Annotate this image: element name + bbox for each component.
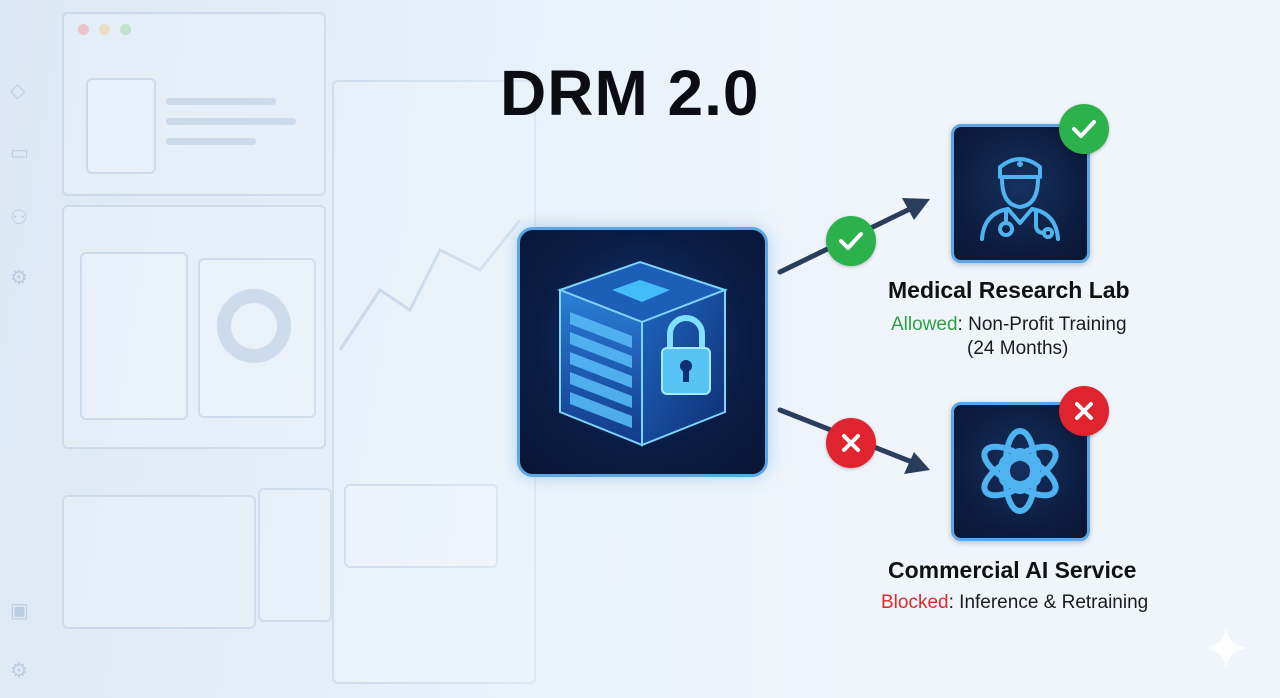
commercial-blocked-x-icon bbox=[1059, 386, 1109, 436]
locked-data-cube-icon bbox=[557, 260, 728, 447]
doctor-icon bbox=[980, 157, 1060, 241]
commercial-status-detail: : Inference & Retraining bbox=[948, 592, 1149, 613]
medical-status-detail: : Non-Profit Training bbox=[957, 314, 1127, 335]
blocked-arrow-x-icon bbox=[826, 418, 876, 468]
sparkle-icon bbox=[1206, 628, 1246, 668]
medical-allowed-check-icon bbox=[1059, 104, 1109, 154]
medical-duration: (24 Months) bbox=[967, 338, 1069, 359]
commercial-status-label: Blocked bbox=[881, 592, 949, 613]
commercial-node-permission: Blocked: Inference & Retraining bbox=[881, 589, 1148, 616]
commercial-node-name: Commercial AI Service bbox=[888, 557, 1137, 583]
openai-logo-icon bbox=[981, 428, 1059, 514]
diagram-title: DRM 2.0 bbox=[500, 57, 760, 129]
locked-data-cube-tile bbox=[517, 227, 768, 477]
allowed-arrow-check-icon bbox=[826, 216, 876, 266]
medical-status-label: Allowed bbox=[891, 314, 958, 335]
medical-node-permission: Allowed: Non-Profit Training bbox=[891, 311, 1127, 338]
medical-node-name: Medical Research Lab bbox=[888, 277, 1130, 303]
